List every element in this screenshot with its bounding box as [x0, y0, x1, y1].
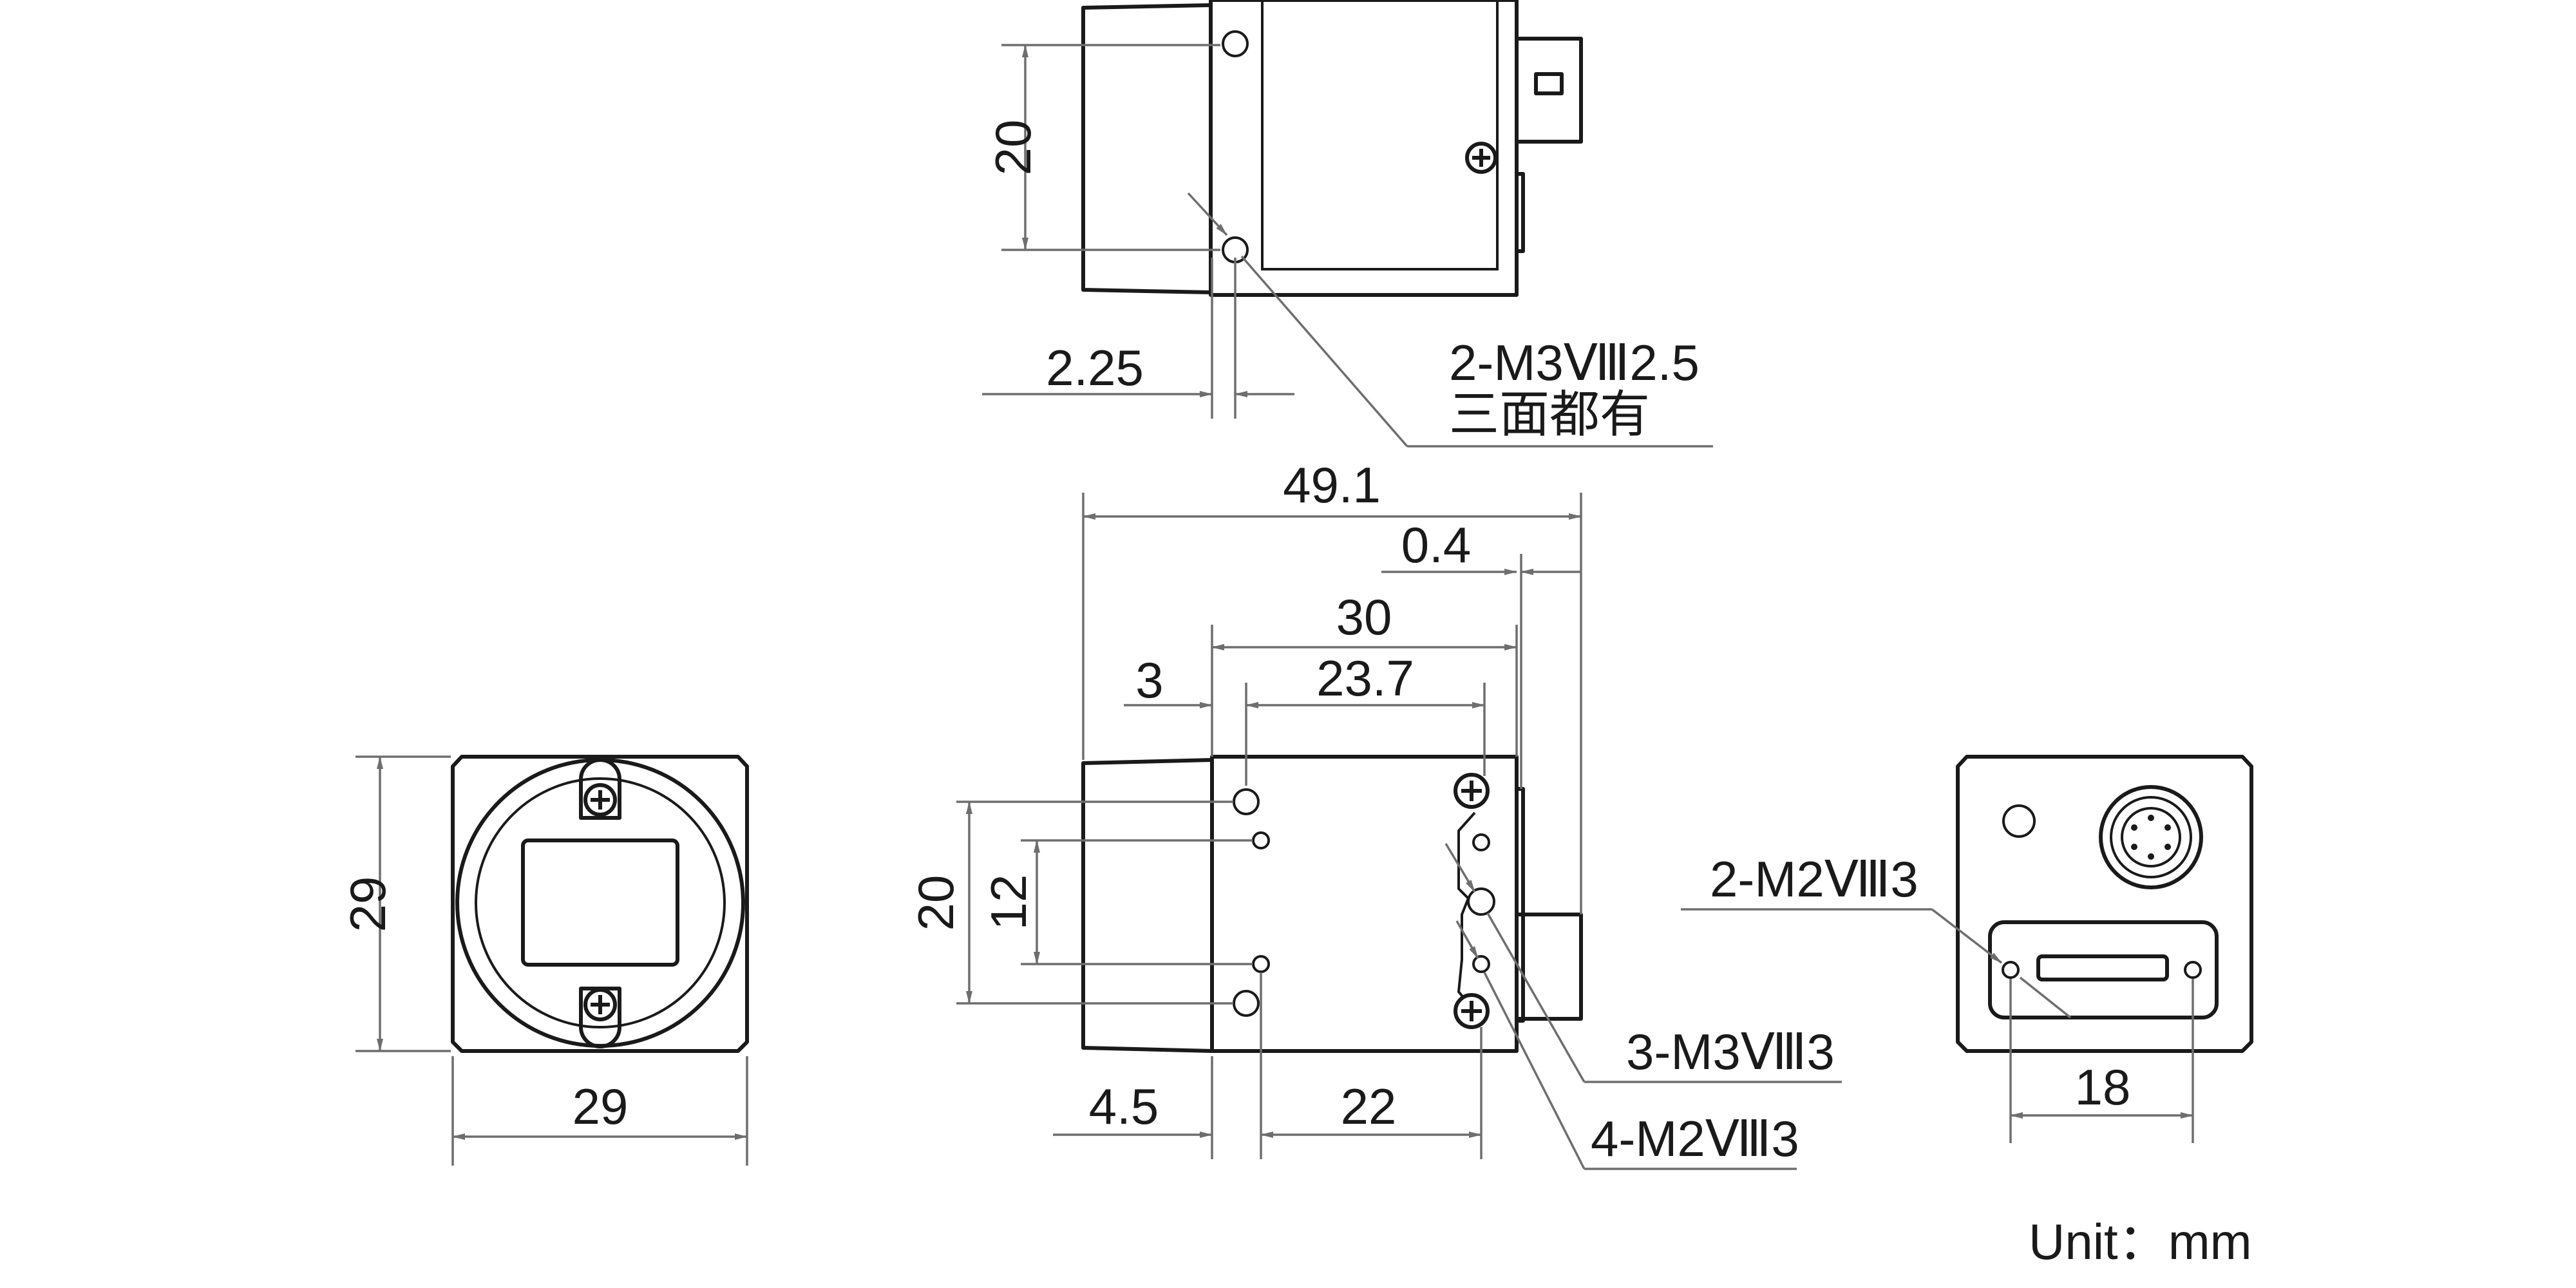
connector-slot	[1534, 72, 1564, 95]
callout-rear-m2: 2-M2Ⅷ3	[1710, 851, 1918, 907]
lens-mount-inner-ring	[475, 777, 726, 1028]
dim-23-7: 23.7	[1316, 650, 1414, 706]
dim-2-25: 2.25	[1046, 339, 1144, 396]
screw-icon	[1454, 773, 1490, 809]
dim-4-5: 4.5	[1089, 1078, 1159, 1135]
mount-hole-upper	[1222, 30, 1249, 57]
rear-view: 2-M2Ⅷ3 18	[1681, 755, 2253, 1143]
dim-0-4: 0.4	[1401, 516, 1471, 573]
mount-hole	[1233, 788, 1260, 815]
bottom-view: 49.1 0.4 30 23.7 3 20 12 4.5	[907, 457, 1842, 1170]
connector-pins	[2131, 815, 2171, 860]
m2-hole	[1472, 955, 1490, 973]
rear-face-outline	[1956, 755, 2253, 1053]
connector-outline	[1517, 913, 1583, 1021]
callout-side-holes-note: 三面都有	[1449, 386, 1650, 442]
unit-note: Unit：mm	[2029, 1213, 2252, 1270]
status-led-icon	[2002, 804, 2036, 838]
front-view: 29 29	[339, 755, 749, 1166]
gpio-connector-ring	[2110, 796, 2192, 878]
dim-29-vertical: 29	[339, 876, 396, 933]
dim-3: 3	[1135, 652, 1163, 708]
dim-22: 22	[1341, 1078, 1397, 1135]
lens-mount-outline	[1081, 758, 1214, 1053]
callout-4-m2: 4-M2Ⅷ3	[1591, 1110, 1799, 1167]
dim-20-side: 20	[985, 120, 1041, 176]
gpio-connector-inner	[2121, 807, 2181, 867]
dim-20-bottom: 20	[907, 875, 964, 931]
callout-3-m3: 3-M3Ⅷ3	[1626, 1023, 1835, 1080]
m2-hole	[1252, 831, 1270, 849]
usb-port-icon	[2036, 954, 2169, 981]
sensor-window	[521, 838, 679, 967]
rear-edge-detail	[1515, 172, 1525, 253]
side-panel-line	[1261, 0, 1499, 270]
screw-icon	[1465, 142, 1497, 174]
top-screw-tab	[579, 758, 621, 820]
front-face-outline	[451, 755, 749, 1053]
dim-12: 12	[980, 875, 1037, 931]
connector-outline	[1517, 37, 1583, 144]
m2-hole	[2184, 961, 2202, 979]
dim-29-horizontal: 29	[573, 1078, 629, 1135]
m2-hole	[1252, 955, 1270, 973]
gpio-connector-icon	[2099, 785, 2203, 889]
screw-icon	[583, 988, 617, 1021]
camera-body-outline	[1210, 755, 1519, 1053]
bottom-screw-tab	[579, 987, 621, 1048]
mount-hole	[1233, 990, 1260, 1017]
callout-side-holes: 2-M3Ⅷ2.5	[1449, 334, 1700, 391]
m2-hole	[1472, 833, 1490, 851]
rear-plate-outline	[1457, 811, 1476, 1012]
rear-edge-detail	[1515, 787, 1525, 1023]
camera-body-outline	[1209, 0, 1519, 297]
side-view: 20 2.25 2-M3Ⅷ2.5 三面都有	[982, 0, 1713, 448]
screw-icon	[583, 783, 617, 817]
m2-hole	[2002, 961, 2020, 979]
usb-connector-plate	[1988, 920, 2219, 1019]
screw-icon	[1454, 993, 1490, 1029]
dim-30: 30	[1336, 589, 1392, 645]
m3-hole	[1467, 887, 1495, 916]
dim-49-1: 49.1	[1283, 457, 1381, 513]
dim-18: 18	[2075, 1059, 2131, 1115]
